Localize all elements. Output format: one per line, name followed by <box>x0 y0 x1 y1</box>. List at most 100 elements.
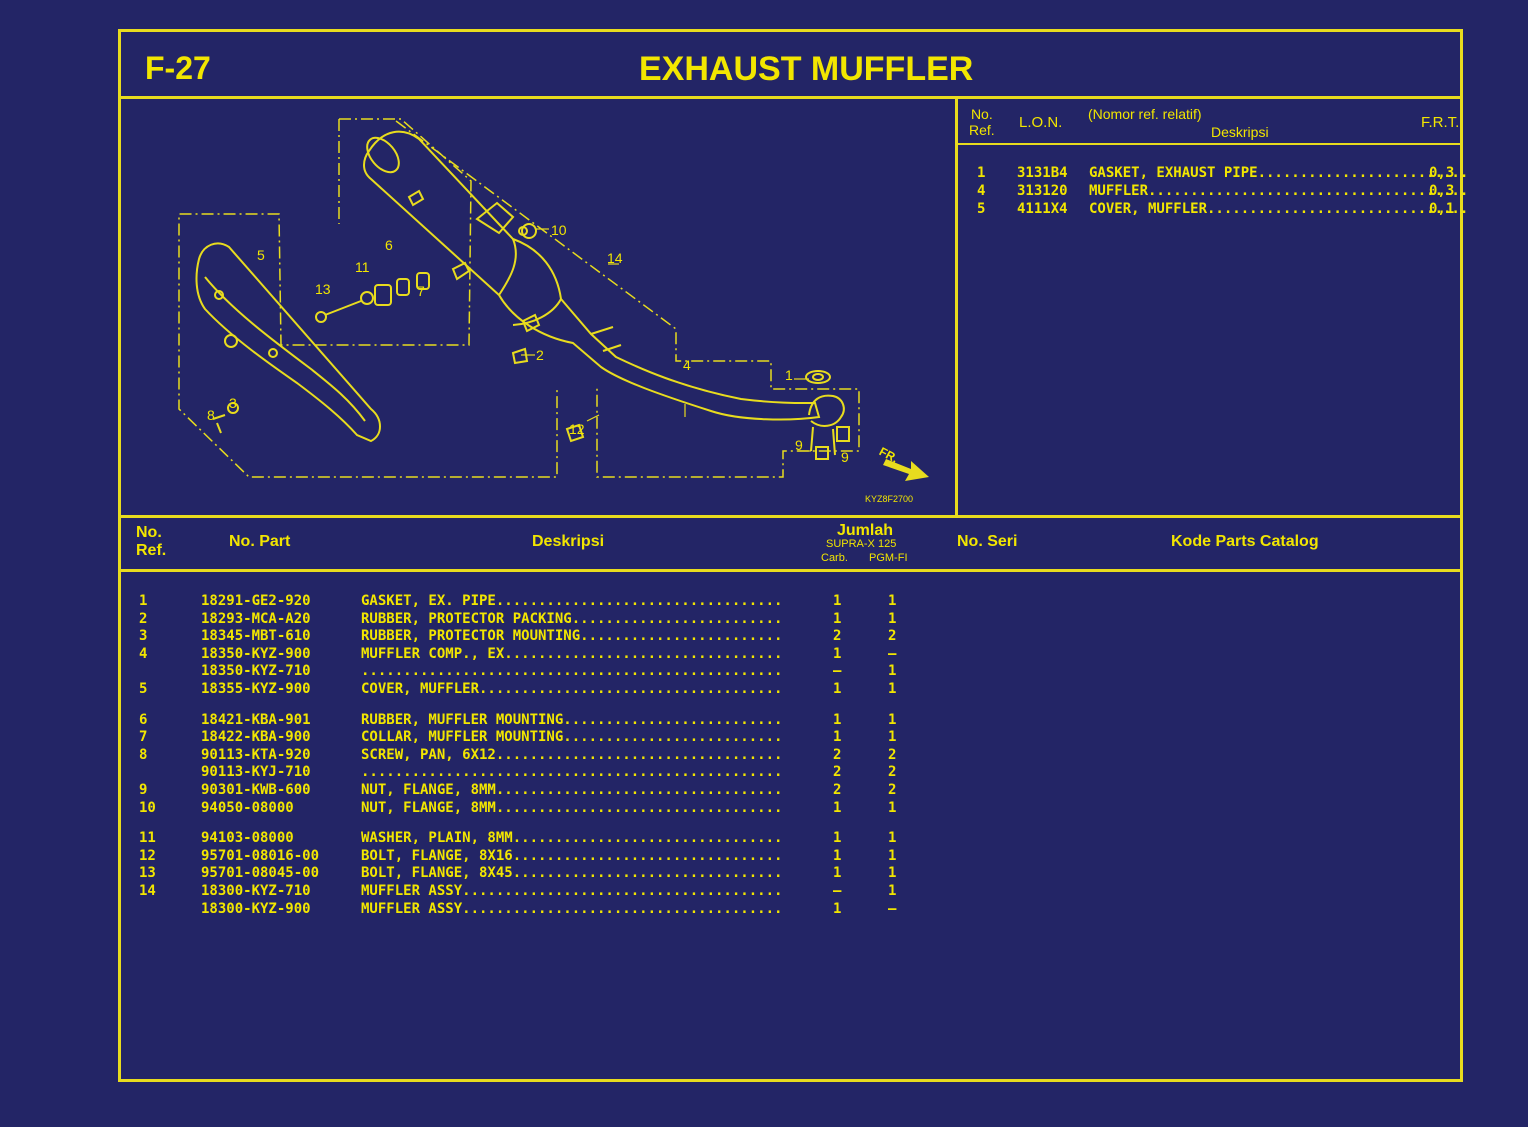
part-description: BOLT, FLANGE, 8X16......................… <box>361 847 783 864</box>
part-number: 18421-KBA-901 <box>201 711 311 728</box>
qty-carb: 1 <box>833 681 842 697</box>
part-number: 18300-KYZ-900 <box>201 900 311 917</box>
frt-desc: GASKET, EXHAUST PIPE....................… <box>1089 165 1469 181</box>
part-number: 94050-08000 <box>201 799 294 816</box>
callout-13: 13 <box>315 281 331 297</box>
qty-pgmfi: 1 <box>888 830 897 847</box>
part-number: 18345-MBT-610 <box>201 628 311 645</box>
parts-header-model: SUPRA-X 125 <box>826 538 897 550</box>
callout-8: 8 <box>207 407 215 423</box>
part-number: 18300-KYZ-710 <box>201 883 311 899</box>
callout-5: 5 <box>257 247 265 263</box>
part-number: 94103-08000 <box>201 830 294 847</box>
part-description: BOLT, FLANGE, 8X45......................… <box>361 865 783 882</box>
qty-pgmfi: 1 <box>888 711 897 728</box>
part-ref: 9 <box>139 782 148 798</box>
part-ref: 5 <box>139 681 148 697</box>
part-number: 95701-08016-00 <box>201 847 320 864</box>
table-row: 5 18355-KYZ-900 COVER, MUFFLER............… <box>121 680 1461 698</box>
part-description: RUBBER, PROTECTOR MOUNTING..............… <box>361 628 783 645</box>
qty-carb: 1 <box>833 729 842 746</box>
qty-carb: 2 <box>833 782 842 798</box>
parts-header-pgmfi: PGM-FI <box>869 552 908 564</box>
callout-1: 1 <box>785 367 793 383</box>
part-ref: 11 <box>139 830 156 847</box>
frt-header-lon: L.O.N. <box>1019 114 1063 131</box>
page-code: F-27 <box>145 50 211 86</box>
qty-carb: – <box>833 663 842 680</box>
part-description: GASKET, EX. PIPE........................… <box>361 593 783 609</box>
qty-carb: 1 <box>833 830 842 847</box>
callout-2: 2 <box>536 347 544 363</box>
qty-carb: 1 <box>833 593 842 609</box>
exploded-diagram: 5 6 11 13 7 10 14 2 4 1 3 8 12 9 9 FR. K… <box>121 99 957 517</box>
qty-pgmfi: – <box>888 900 897 917</box>
qty-carb: 1 <box>833 610 842 627</box>
part-number: 18355-KYZ-900 <box>201 681 311 697</box>
frt-header-nomor-ref: (Nomor ref. relatif) <box>1088 106 1202 122</box>
qty-carb: 1 <box>833 900 842 917</box>
frt-header-divider <box>958 143 1460 145</box>
callout-14: 14 <box>607 250 623 266</box>
qty-pgmfi: 2 <box>888 782 897 798</box>
callout-3: 3 <box>229 395 237 411</box>
qty-pgmfi: – <box>888 645 897 662</box>
callout-4: 4 <box>683 357 691 373</box>
part-ref: 6 <box>139 711 148 728</box>
callout-10: 10 <box>551 222 567 238</box>
part-description: MUFFLER COMP., EX.......................… <box>361 645 783 662</box>
part-number: 18350-KYZ-900 <box>201 645 311 662</box>
frt-value: 0,3 <box>1429 165 1455 181</box>
part-description: RUBBER, PROTECTOR PACKING...............… <box>361 610 783 627</box>
part-ref: 14 <box>139 883 156 899</box>
qty-pgmfi: 1 <box>888 865 897 882</box>
parts-header-deskripsi: Deskripsi <box>532 533 605 550</box>
table-row: 90113-KYJ-710...........................… <box>121 763 1461 781</box>
part-number: 18291-GE2-920 <box>201 593 311 609</box>
callout-9: 9 <box>795 437 803 453</box>
qty-carb: 2 <box>833 628 842 645</box>
part-description: MUFFLER ASSY............................… <box>361 900 783 917</box>
table-row: 9 90301-KWB-600 NUT, FLANGE, 8MM..........… <box>121 781 1461 799</box>
qty-carb: 1 <box>833 847 842 864</box>
part-number: 90113-KTA-920 <box>201 746 311 763</box>
frt-lon: 313120 <box>1017 183 1068 199</box>
qty-pgmfi: 1 <box>888 593 897 609</box>
part-number: 90301-KWB-600 <box>201 782 311 798</box>
part-number: 18350-KYZ-710 <box>201 663 311 680</box>
parts-header-carb: Carb. <box>821 552 848 564</box>
frt-header-frt: F.R.T. <box>1421 114 1460 131</box>
part-description: RUBBER, MUFFLER MOUNTING................… <box>361 711 783 728</box>
part-ref: 2 <box>139 610 148 627</box>
frt-desc: MUFFLER.................................… <box>1089 183 1469 199</box>
qty-pgmfi: 1 <box>888 610 897 627</box>
table-row: 6 18421-KBA-901 RUBBER, MUFFLER MOUNTING..… <box>121 711 1461 729</box>
qty-pgmfi: 1 <box>888 681 897 697</box>
part-description: COVER, MUFFLER..........................… <box>361 681 783 697</box>
part-number: 18422-KBA-900 <box>201 729 311 746</box>
frt-value: 0,1 <box>1429 201 1455 217</box>
qty-carb: 1 <box>833 645 842 662</box>
callout-11: 11 <box>355 259 370 275</box>
parts-header-divider <box>121 569 1460 572</box>
frt-value: 0,3 <box>1429 183 1455 199</box>
part-number: 95701-08045-00 <box>201 865 320 882</box>
frt-desc: COVER, MUFFLER..........................… <box>1089 201 1469 217</box>
frt-ref: 5 <box>977 201 986 217</box>
part-description: NUT, FLANGE, 8MM........................… <box>361 782 783 798</box>
frt-header-deskripsi: Deskripsi <box>1211 124 1269 140</box>
callout-7: 7 <box>417 283 425 299</box>
part-description: NUT, FLANGE, 8MM........................… <box>361 799 783 816</box>
